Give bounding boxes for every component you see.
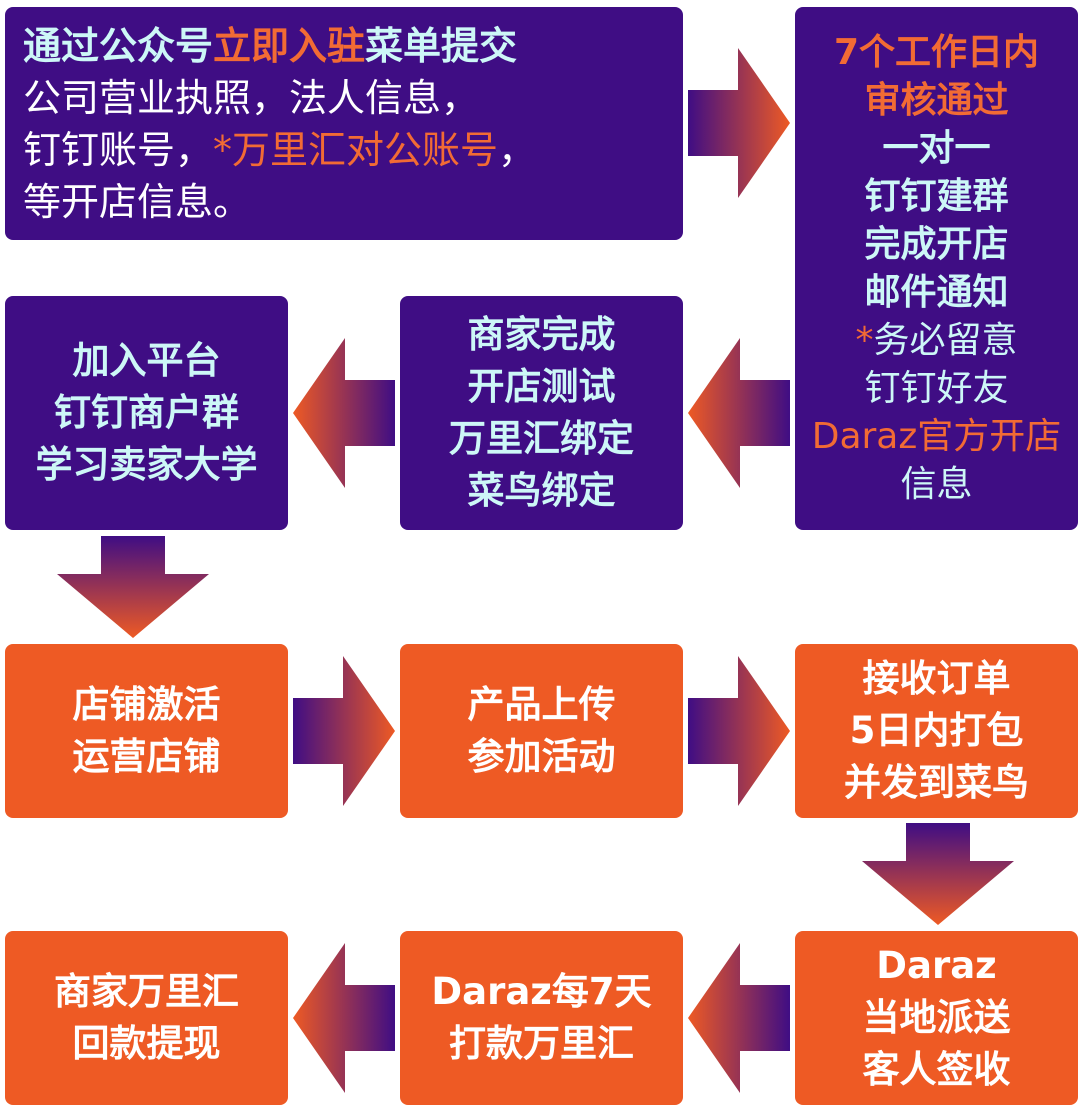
- step-activate-shop: 店铺激活 运营店铺: [5, 644, 288, 818]
- orders-line1: 接收订单: [862, 657, 1011, 700]
- step-submit-line3: 钉钉账号，*万里汇对公账号，: [23, 127, 537, 172]
- review-line4: 钉钉建群: [864, 175, 1009, 217]
- review-line6: 邮件通知: [864, 271, 1009, 313]
- review-line2: 审核通过: [864, 79, 1009, 121]
- payout-line1: Daraz每7天: [431, 970, 652, 1013]
- step-submit-line4: 等开店信息。: [23, 179, 252, 224]
- review-line7: *务必留意: [855, 319, 1018, 361]
- arrow-down-icon: [57, 536, 209, 638]
- arrow-left-icon: [293, 943, 395, 1093]
- orders-line2: 5日内打包: [849, 709, 1024, 752]
- shop-test-line3: 万里汇绑定: [449, 417, 634, 460]
- delivery-line3: 客人签收: [862, 1048, 1011, 1091]
- step-daraz-payout: Daraz每7天 打款万里汇: [400, 931, 683, 1105]
- join-line1: 加入平台: [72, 339, 221, 382]
- step-upload-products: 产品上传 参加活动: [400, 644, 683, 818]
- review-line3: 一对一: [882, 127, 991, 169]
- upload-line2: 参加活动: [467, 735, 616, 778]
- activate-line2: 运营店铺: [72, 735, 221, 778]
- arrow-right-icon: [688, 656, 790, 806]
- step-withdraw: 商家万里汇 回款提现: [5, 931, 288, 1105]
- arrow-left-icon: [293, 338, 395, 488]
- payout-line2: 打款万里汇: [449, 1022, 634, 1065]
- step-submit-info: 通过公众号立即入驻菜单提交 公司营业执照，法人信息， 钉钉账号，*万里汇对公账号…: [5, 7, 683, 240]
- step-join-platform: 加入平台 钉钉商户群 学习卖家大学: [5, 296, 288, 530]
- review-line9: Daraz官方开店: [811, 415, 1062, 457]
- step-submit-line1: 通过公众号立即入驻菜单提交: [23, 23, 518, 68]
- shop-test-line1: 商家完成: [467, 313, 616, 356]
- activate-line1: 店铺激活: [72, 683, 221, 726]
- arrow-left-icon: [688, 943, 790, 1093]
- arrow-right-icon: [688, 48, 790, 198]
- shop-test-line4: 菜鸟绑定: [467, 469, 616, 512]
- review-line5: 完成开店: [864, 223, 1009, 265]
- arrow-left-icon: [688, 338, 790, 488]
- step-review: 7个工作日内 审核通过 一对一 钉钉建群 完成开店 邮件通知 *务必留意 钉钉好…: [795, 7, 1078, 530]
- join-line2: 钉钉商户群: [54, 391, 239, 434]
- arrow-right-icon: [293, 656, 395, 806]
- upload-line1: 产品上传: [467, 683, 616, 726]
- step-receive-orders: 接收订单 5日内打包 并发到菜鸟: [795, 644, 1078, 818]
- shop-test-line2: 开店测试: [467, 365, 616, 408]
- join-line3: 学习卖家大学: [35, 443, 258, 486]
- review-line10: 信息: [900, 463, 973, 505]
- orders-line3: 并发到菜鸟: [844, 761, 1029, 804]
- delivery-line1: Daraz: [876, 944, 997, 987]
- arrow-down-icon: [862, 823, 1014, 925]
- withdraw-line2: 回款提现: [72, 1022, 221, 1065]
- step-shop-test: 商家完成 开店测试 万里汇绑定 菜鸟绑定: [400, 296, 683, 530]
- review-line1: 7个工作日内: [833, 31, 1040, 73]
- withdraw-line1: 商家万里汇: [54, 970, 239, 1013]
- review-line8: 钉钉好友: [864, 367, 1009, 409]
- step-local-delivery: Daraz 当地派送 客人签收: [795, 931, 1078, 1105]
- delivery-line2: 当地派送: [862, 996, 1011, 1039]
- step-submit-line2: 公司营业执照，法人信息，: [23, 75, 480, 120]
